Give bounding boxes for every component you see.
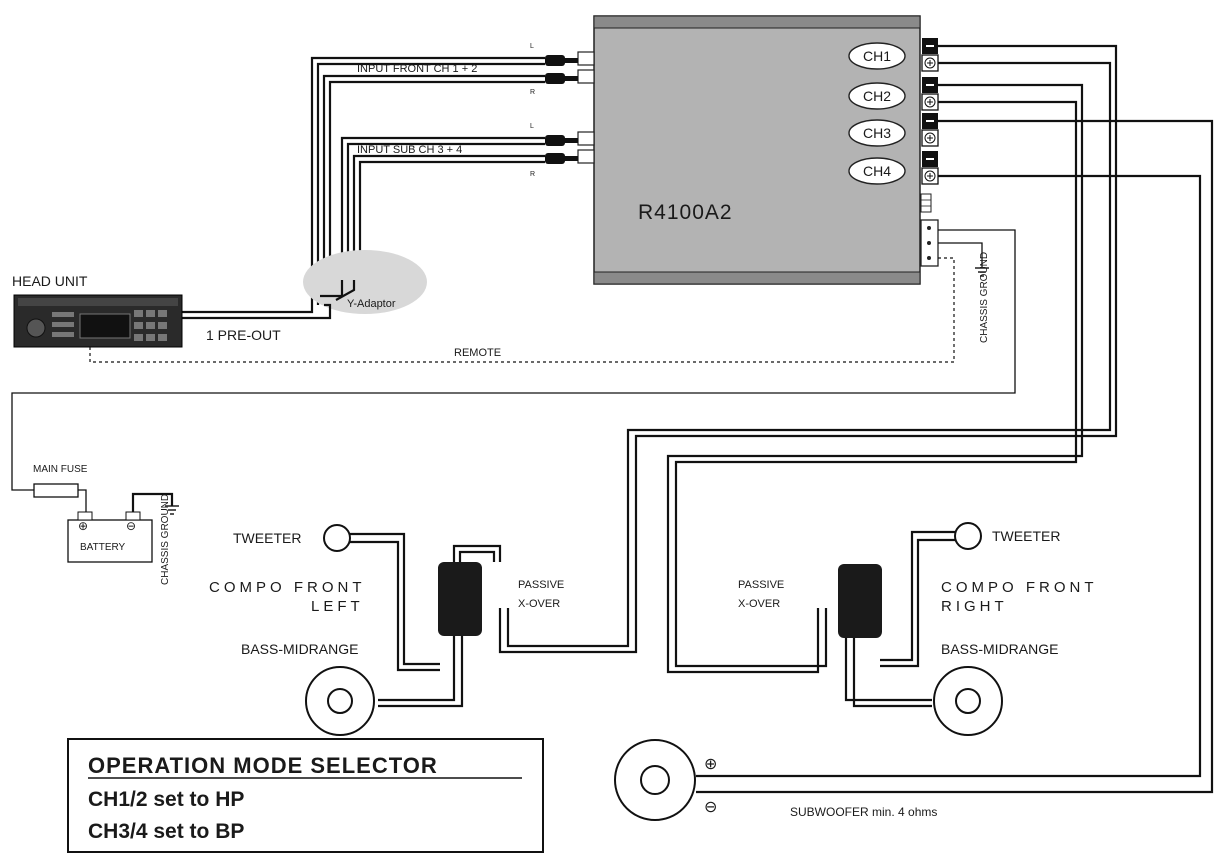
remote-wire: [89, 257, 955, 363]
right-group-line2: RIGHT: [941, 598, 1008, 615]
main-fuse-label: MAIN FUSE: [33, 464, 88, 475]
left-passive-line2: X-OVER: [518, 598, 560, 610]
left-bass-midrange: [305, 666, 375, 736]
mode-selector-line2: CH3/4 set to BP: [88, 820, 244, 843]
rca-input-cables: [310, 55, 578, 305]
input-front-label: INPUT FRONT CH 1 + 2: [357, 63, 477, 75]
amp-chassis-ground-label: CHASSIS GROUND: [979, 252, 990, 343]
right-woofer-label: BASS-MIDRANGE: [941, 641, 1058, 657]
marker-sub-left: L: [530, 123, 534, 130]
marker-sub-right: R: [530, 171, 535, 178]
right-bass-midrange: [933, 666, 1003, 736]
mode-selector-title: OPERATION MODE SELECTOR: [88, 753, 438, 778]
left-passive-xover: [438, 562, 482, 636]
head-unit-title: HEAD UNIT: [12, 273, 88, 289]
mode-selector-line1: CH1/2 set to HP: [88, 788, 244, 811]
right-tweeter-label: TWEETER: [992, 528, 1060, 544]
right-passive-xover: [838, 564, 882, 638]
left-tweeter: [323, 524, 351, 552]
right-passive-line1: PASSIVE: [738, 579, 784, 591]
battery-label: BATTERY: [80, 542, 126, 553]
main-fuse: [33, 483, 79, 498]
subwoofer-plus-symbol: ⊕: [704, 756, 717, 773]
channel-label-ch1: CH1: [863, 48, 891, 64]
channel-label-ch3: CH3: [863, 125, 891, 141]
input-sub-label: INPUT SUB CH 3 + 4: [357, 144, 462, 156]
marker-front-left: L: [530, 43, 534, 50]
amplifier: R4100A2 CH1 CH2 CH3 CH4: [577, 15, 939, 285]
right-tweeter: [954, 522, 982, 550]
left-woofer-label: BASS-MIDRANGE: [241, 641, 358, 657]
y-adaptor-highlight: [303, 250, 427, 314]
subwoofer: [614, 739, 696, 821]
operation-mode-selector: [67, 738, 544, 853]
battery-chassis-ground-label: CHASSIS GROUND: [160, 494, 171, 585]
subwoofer-label: SUBWOOFER min. 4 ohms: [790, 805, 937, 819]
speaker-terminals: [921, 38, 939, 185]
right-group-line1: COMPO FRONT: [941, 579, 1098, 596]
left-group-line2: LEFT: [311, 598, 364, 615]
y-adaptor-label: Y-Adaptor: [347, 298, 396, 310]
left-passive-line1: PASSIVE: [518, 579, 564, 591]
right-passive-line2: X-OVER: [738, 598, 780, 610]
battery-plus-symbol: ⊕: [78, 519, 88, 533]
channel-label-ch4: CH4: [863, 163, 891, 179]
left-tweeter-label: TWEETER: [233, 530, 301, 546]
preout-label: 1 PRE-OUT: [206, 327, 281, 343]
battery: [67, 511, 153, 563]
battery-minus-symbol: ⊖: [126, 519, 136, 533]
marker-front-right: R: [530, 89, 535, 96]
head-unit: [13, 294, 183, 348]
channel-label-ch2: CH2: [863, 88, 891, 104]
subwoofer-minus-symbol: ⊖: [704, 799, 717, 816]
amplifier-model: R4100A2: [638, 201, 733, 224]
speaker-wiring: [498, 44, 1214, 794]
remote-label: REMOTE: [454, 347, 501, 359]
left-group-line1: COMPO FRONT: [209, 579, 366, 596]
